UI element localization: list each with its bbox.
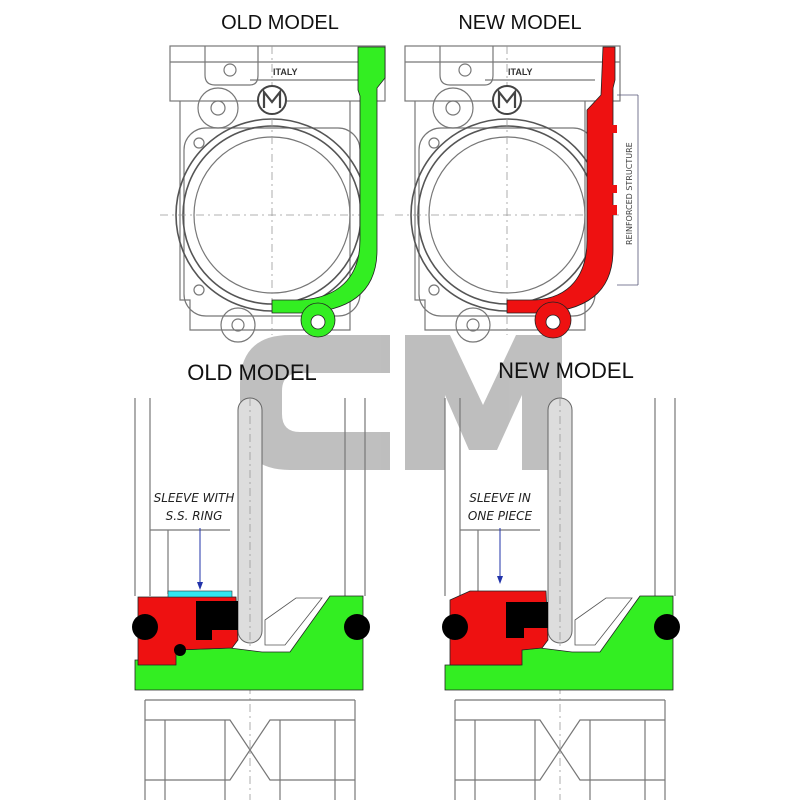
bottom-new-title: NEW MODEL bbox=[498, 358, 634, 383]
o-ring bbox=[654, 614, 680, 640]
o-ring bbox=[442, 614, 468, 640]
new-body-highlight bbox=[506, 46, 617, 339]
old-casting-mark: ITALY bbox=[273, 67, 298, 77]
logo-icon bbox=[492, 85, 522, 115]
reinforced-structure-label: REINFORCED STRUCTURE bbox=[625, 142, 634, 245]
old-note-line1: SLEEVE WITH bbox=[154, 491, 235, 505]
top-new-title: NEW MODEL bbox=[458, 12, 581, 34]
new-note-line2: ONE PIECE bbox=[468, 509, 533, 523]
insert bbox=[506, 602, 548, 638]
old-body-highlight bbox=[271, 46, 386, 338]
o-ring bbox=[344, 614, 370, 640]
logo-icon bbox=[257, 85, 287, 115]
watermark bbox=[240, 335, 562, 470]
new-casting-mark: ITALY bbox=[508, 67, 533, 77]
ss-ring bbox=[167, 590, 233, 598]
top-old-title: OLD MODEL bbox=[221, 12, 339, 34]
new-seat-section: SLEEVE IN ONE PIECE bbox=[442, 397, 680, 800]
reinforced-dimension: REINFORCED STRUCTURE bbox=[617, 94, 639, 286]
insert bbox=[196, 601, 238, 640]
old-note-line2: S.S. RING bbox=[166, 509, 223, 523]
bottom-old-title: OLD MODEL bbox=[187, 360, 317, 385]
old-seat-section: SLEEVE WITH S.S. RING bbox=[132, 397, 370, 800]
new-note-line1: SLEEVE IN bbox=[469, 491, 531, 505]
o-ring bbox=[132, 614, 158, 640]
